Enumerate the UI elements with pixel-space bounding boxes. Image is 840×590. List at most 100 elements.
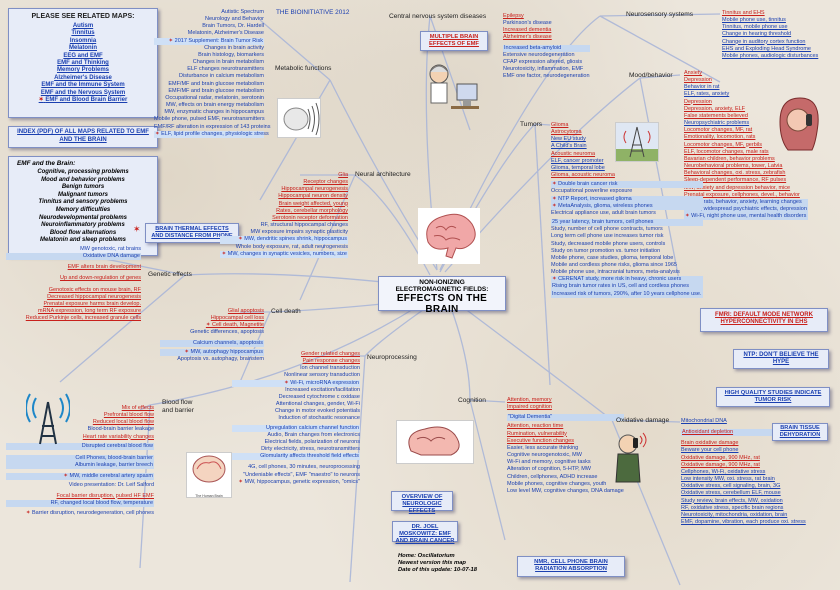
neurosensory-item[interactable]: Change in hearing threshold: [722, 31, 792, 38]
blood-item[interactable]: RF, changed local blood flow, temperatur…: [6, 499, 154, 507]
blood-item[interactable]: Disrupted cerebral blood flow: [6, 442, 154, 450]
cog-item[interactable]: Mobile phones, cognitive changes, youth: [507, 480, 607, 487]
proc-item[interactable]: Glomularity affects threshold field effe…: [232, 453, 360, 461]
mood-item[interactable]: ✶ MW, rats, behavior, anxiety, learning …: [684, 198, 808, 206]
related-link-nervous[interactable]: EMF and the Nervous System: [40, 89, 126, 96]
cns-item[interactable]: Epilepsy: [503, 13, 524, 19]
cog-item[interactable]: Alteration of cognition, 5-HTP, MW: [507, 466, 591, 473]
hq-link[interactable]: High Quality Studies Indicate Tumor Risk: [724, 390, 822, 403]
blood-item[interactable]: Heart rate variability changes: [82, 433, 154, 440]
ox-item[interactable]: EMF, dopamine, vibration, each produce o…: [681, 519, 806, 526]
tumor-item[interactable]: Acoustic neuroma: [551, 150, 596, 157]
nmr-link[interactable]: NMR, cell phone brain radiation absorpti…: [534, 559, 608, 572]
related-link-memory[interactable]: Memory Problems: [56, 67, 110, 74]
moskowitz-box[interactable]: Dr. Joel Moskowitz: EMF and Brain Cancer: [392, 521, 458, 544]
cog-item[interactable]: Executive function changes: [507, 437, 574, 444]
ox-item[interactable]: Oxidative damage, 900 MHz, rat: [681, 454, 760, 461]
multiple-brain-link[interactable]: Multiple Brain Effects of EMF: [429, 34, 479, 47]
multiple-brain-box[interactable]: Multiple Brain Effects of EMF: [420, 31, 488, 51]
proc-item[interactable]: Change in motor evoked potentials: [275, 408, 360, 415]
cns-item[interactable]: EMF one factor, neurodegeneration: [503, 73, 590, 80]
moskowitz-link[interactable]: Dr. Joel Moskowitz: EMF and Brain Cancer: [395, 524, 455, 544]
arch-item[interactable]: Glia: [338, 172, 348, 178]
tumor-item[interactable]: Astrocytoma: [551, 129, 582, 136]
cog-item[interactable]: Rumination, vulnerability: [507, 430, 567, 437]
proc-item[interactable]: Upregulation calcium channel function: [232, 424, 360, 432]
tumor-item[interactable]: Mobile and cordless phone risks, glioma …: [551, 261, 677, 268]
metabolic-item[interactable]: Melatonin, Alzheimer's Disease: [187, 30, 264, 37]
ntp-box[interactable]: NTP: Don't Believe the Hype: [733, 349, 829, 369]
blood-item[interactable]: Mix of effects: [121, 405, 154, 411]
related-link-bbb[interactable]: ✶ EMF and Blood Brain Barrier: [9, 97, 157, 104]
proc-item[interactable]: ✶ Wi-Fi, microRNA expression: [232, 379, 360, 387]
home-line[interactable]: Home: Oscillatorium: [398, 553, 455, 559]
genetic-item[interactable]: Decreased hippocampal neurogenesis: [47, 293, 141, 300]
genetic-item[interactable]: Prenatal exposure harms brain develop.: [43, 300, 141, 307]
ox-item[interactable]: Cellphones, Wi-Fi, oxidative stress: [681, 468, 766, 475]
arch-item[interactable]: ✶ MW, dendritic spines shrink, hippocamp…: [220, 236, 348, 244]
death-item[interactable]: Glial apoptosis: [227, 308, 264, 314]
related-link-alzheimers[interactable]: Alzheimer's Disease: [54, 74, 112, 81]
ox-item[interactable]: Oxidative stress, cerebellum ELF, mouse: [681, 490, 781, 497]
related-link-thinking[interactable]: EMF and Thinking: [57, 60, 109, 67]
metabolic-item[interactable]: EMF/RF alteration in expression of 143 p…: [154, 123, 271, 130]
genetic-item[interactable]: EMF alters brain development: [67, 264, 141, 271]
proc-item[interactable]: Dirty electricity, stress, neurotransmit…: [261, 446, 360, 453]
tumor-item[interactable]: ✶ MetaAnalysis, glioma, wireless phones: [551, 202, 703, 210]
blood-item[interactable]: Focal barrier disruption, pulsed HF EMF: [56, 492, 154, 499]
mood-item[interactable]: False statements believed: [684, 112, 748, 119]
mood-item[interactable]: ELF, rates, anxiety: [684, 91, 730, 98]
metabolic-item[interactable]: Occupational radar, melatonin, serotonin: [165, 94, 264, 101]
metabolic-item[interactable]: Changes in brain metabolism: [192, 59, 264, 66]
arch-item[interactable]: Whole body exposure, rat, adult neurogen…: [235, 243, 348, 250]
tumor-item[interactable]: Mobile phone, case studies, glioma, temp…: [551, 254, 674, 261]
metabolic-item[interactable]: Autistic Spectrum: [221, 9, 264, 15]
tumor-item[interactable]: Increased risk of tumors, 290%, after 10…: [551, 290, 703, 298]
metabolic-item[interactable]: EMF/MF and brain glucose metabolism: [168, 87, 264, 94]
mood-item[interactable]: Neurobehavioral problems, tower, Latvia: [684, 163, 783, 170]
genetic-item[interactable]: Reduced Purkinje cells, increased granul…: [25, 315, 141, 322]
cns-item[interactable]: Neurotoxicity, inflammation, EMF: [503, 66, 584, 73]
metabolic-item[interactable]: MW, effects on brain energy metabolism: [165, 102, 264, 109]
proc-item[interactable]: Attentional changes, gender, Wi-Fi: [275, 401, 360, 408]
hq-box[interactable]: High Quality Studies Indicate Tumor Risk: [716, 387, 830, 407]
fmri-box[interactable]: fMRI: Default Mode Network Hyperconnecti…: [700, 308, 828, 332]
related-link-eeg[interactable]: EEG and EMF: [63, 52, 103, 59]
cns-item[interactable]: Parkinson's disease: [503, 20, 552, 27]
metabolic-item[interactable]: Mobile phone, pulsed EMF, neurotransmitt…: [154, 116, 265, 123]
mood-item[interactable]: MW, anxiety and depression behavior, mic…: [684, 184, 791, 191]
genetic-item[interactable]: Up and down-regulation of genes: [59, 275, 141, 282]
tumor-item[interactable]: Glioma, temporal lobe: [551, 164, 605, 171]
mood-item[interactable]: Anxiety: [684, 70, 703, 76]
proc-item[interactable]: Audio, Brain changes from electronics: [267, 431, 360, 438]
death-item[interactable]: Hippocampal cell loss: [210, 315, 264, 322]
metabolic-item[interactable]: Brain histology, biomarkers: [198, 51, 264, 58]
death-item[interactable]: ✶ MW, autophagy hippocampus: [160, 348, 264, 356]
ox-item[interactable]: Beware your cell phone: [681, 447, 739, 454]
ox-item[interactable]: Study review, brain effects, MW, oxidati…: [681, 497, 783, 504]
death-item[interactable]: Calcium channels, apoptosis: [160, 339, 264, 347]
tumor-item[interactable]: Glioma, acoustic neuroma: [551, 172, 615, 179]
ox-item[interactable]: Mitochondrial DNA: [681, 418, 727, 424]
cog-item[interactable]: Easier, less accurate thinking: [507, 444, 579, 451]
genetic-item[interactable]: Oxidative DNA damage: [6, 253, 141, 261]
metabolic-item[interactable]: ✶ ELF, lipid profile changes, physiologi…: [154, 130, 269, 138]
fmri-link[interactable]: fMRI: Default Mode Network Hyperconnecti…: [715, 312, 813, 326]
tumor-item[interactable]: Rising brain tumor rates in US, cell and…: [551, 283, 703, 291]
death-item[interactable]: ✶ Cell death, Magnetite: [160, 322, 264, 329]
ox-item[interactable]: Brain oxidative damage: [681, 440, 739, 447]
neurosensory-item[interactable]: Mobile phone use, tinnitus: [722, 17, 786, 24]
proc-item[interactable]: Decreased cytochrome c oxidase: [278, 393, 360, 400]
arch-item[interactable]: Brain weight affected, young: [278, 200, 348, 207]
neurosensory-item[interactable]: Tinnitus, mobile phone use: [722, 24, 788, 31]
mood-item[interactable]: ✶ Wi-Fi, night phone use, mental health …: [684, 213, 808, 221]
tumor-item[interactable]: Study, number of cell phone contracts, t…: [551, 226, 663, 233]
tumor-item[interactable]: A Child's Brain: [551, 143, 587, 150]
metabolic-item[interactable]: Changes in brain activity: [204, 44, 264, 51]
mood-item[interactable]: Locomotor changes, MF, rat: [684, 127, 753, 134]
metabolic-item[interactable]: MW, enzymatic changes in hippocampus: [164, 109, 264, 116]
ox-item[interactable]: Oxidative damage, 900 MHz, rat: [681, 461, 760, 468]
bioinitiative-link[interactable]: THE BIOINITIATIVE 2012: [276, 9, 350, 16]
ox-item[interactable]: RF, oxidative stress, specific brain reg…: [681, 504, 784, 511]
metabolic-item[interactable]: ✶ 2017 Supplement: Brain Tumor Risk: [154, 37, 264, 45]
